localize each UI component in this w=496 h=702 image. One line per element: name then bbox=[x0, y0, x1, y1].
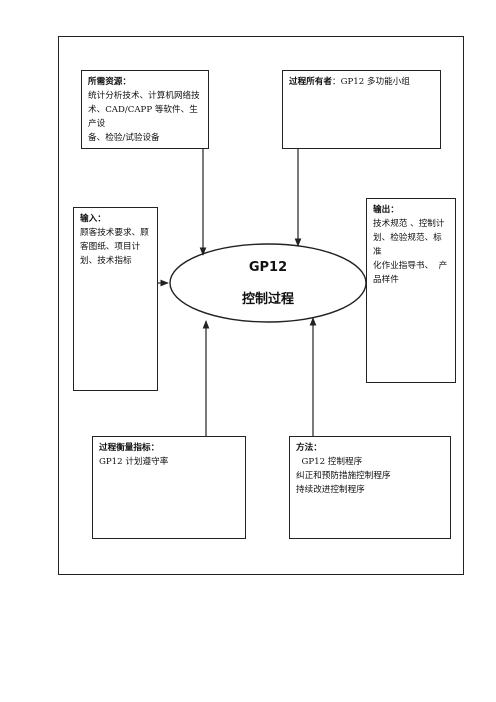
owner-title: 过程所有者 bbox=[289, 77, 332, 87]
metrics-box: 过程衡量指标： GP12 计划遵守率 bbox=[92, 436, 246, 539]
methods-box: 方法： GP12 控制程序 纠正和预防措施控制程序 持续改进控制程序 bbox=[289, 436, 451, 539]
input-line: 划、技术指标 bbox=[80, 256, 132, 266]
input-title: 输入： bbox=[80, 214, 106, 224]
output-line: 化作业指导书、 产 bbox=[373, 261, 448, 271]
methods-title: 方法： bbox=[296, 443, 322, 453]
metrics-line: GP12 计划遵守率 bbox=[99, 457, 169, 467]
methods-line: 持续改进控制程序 bbox=[296, 485, 365, 495]
owner-box: 过程所有者：GP12 多功能小组 bbox=[282, 70, 441, 149]
process-code: GP12 bbox=[248, 260, 288, 275]
process-label: GP12 控制过程 bbox=[170, 243, 366, 323]
resources-box: 所需资源： 统计分析技术、计算机网络技 术、CAD/CAPP 等软件、生产设 备… bbox=[81, 70, 209, 149]
input-line: 客图纸、项目计 bbox=[80, 242, 141, 252]
metrics-title: 过程衡量指标： bbox=[99, 443, 160, 453]
resources-line: 统计分析技术、计算机网络技 bbox=[88, 91, 200, 101]
input-box: 输入： 顾客技术要求、顾 客图纸、项目计 划、技术指标 bbox=[73, 207, 158, 391]
output-line: 划、检验规范、标准 bbox=[373, 233, 442, 257]
resources-title: 所需资源： bbox=[88, 77, 131, 87]
process-name: 控制过程 bbox=[241, 292, 294, 307]
diagram-frame bbox=[58, 36, 464, 575]
output-line: 品样件 bbox=[373, 275, 399, 285]
resources-line: 术、CAD/CAPP 等软件、生产设 bbox=[88, 105, 198, 129]
methods-line: GP12 控制程序 bbox=[296, 457, 363, 467]
owner-text: ：GP12 多功能小组 bbox=[331, 77, 410, 87]
output-box: 输出： 技术规范 、控制计 划、检验规范、标准 化作业指导书、 产 品样件 bbox=[366, 198, 456, 383]
input-line: 顾客技术要求、顾 bbox=[80, 228, 149, 238]
resources-line: 备、检验/试验设备 bbox=[88, 133, 160, 143]
methods-line: 纠正和预防措施控制程序 bbox=[296, 471, 391, 481]
output-line: 技术规范 、控制计 bbox=[373, 219, 445, 229]
output-title: 输出： bbox=[373, 205, 399, 215]
